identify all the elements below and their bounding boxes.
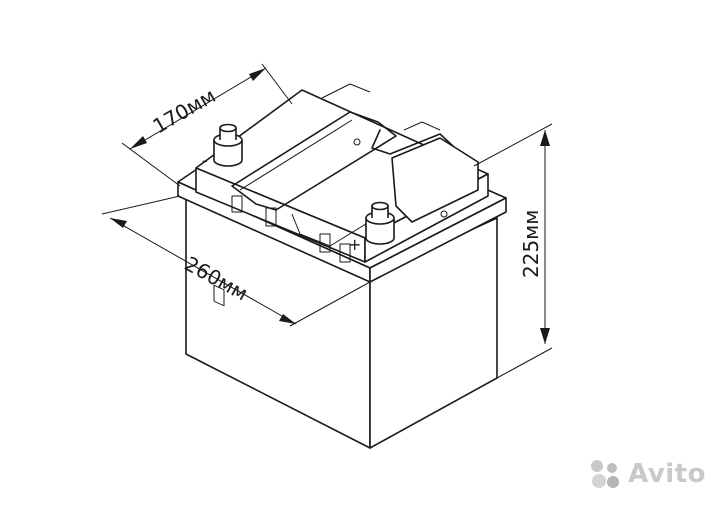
lid-vent-line bbox=[239, 119, 353, 191]
battery-lid bbox=[177, 83, 507, 307]
width-arrow-left bbox=[130, 136, 147, 149]
lid-ridge-lower bbox=[291, 213, 383, 247]
vent-slot-3 bbox=[265, 207, 277, 227]
length-arrow-right bbox=[279, 314, 296, 324]
height-label: 225мм bbox=[519, 210, 543, 278]
lid-handle-rear bbox=[321, 83, 371, 99]
vent-slot-4 bbox=[319, 233, 331, 253]
lid-rim-front-right bbox=[369, 197, 507, 283]
lid-vent-channel bbox=[231, 111, 397, 211]
lid-ridge bbox=[371, 129, 469, 161]
height-extension-bottom bbox=[496, 347, 553, 379]
width-arrow-right bbox=[249, 68, 266, 81]
vent-slot-5 bbox=[339, 243, 351, 263]
width-dimension-line bbox=[129, 67, 267, 150]
vent-slot-1 bbox=[213, 284, 225, 307]
battery-body bbox=[185, 181, 498, 449]
dimension-height: 225мм bbox=[473, 123, 553, 379]
lid-rear-panel bbox=[391, 137, 479, 223]
lid-vents-front bbox=[213, 195, 351, 307]
terminal-positive: + bbox=[348, 201, 395, 254]
height-extension-top bbox=[473, 123, 553, 167]
vent-slot-2 bbox=[231, 195, 243, 213]
height-arrow-top bbox=[540, 130, 550, 146]
width-label: 170мм bbox=[149, 83, 220, 138]
length-extension-left bbox=[101, 195, 181, 215]
negative-sign: - bbox=[202, 151, 208, 170]
lid-indicator bbox=[353, 138, 361, 146]
avito-logo-icon bbox=[591, 460, 620, 488]
terminal-negative: - bbox=[202, 123, 243, 170]
positive-sign: + bbox=[348, 235, 361, 254]
lid-plug bbox=[440, 210, 448, 218]
length-dimension-line bbox=[109, 217, 297, 325]
length-arrow-left bbox=[110, 218, 127, 228]
avito-watermark-text: Avito bbox=[628, 459, 706, 489]
length-extension-right bbox=[289, 281, 371, 327]
avito-watermark: Avito bbox=[588, 457, 706, 491]
height-arrow-bottom bbox=[540, 328, 550, 344]
lid-handle-right bbox=[403, 121, 441, 131]
width-extension-right bbox=[261, 63, 293, 105]
width-extension-left bbox=[121, 142, 181, 187]
